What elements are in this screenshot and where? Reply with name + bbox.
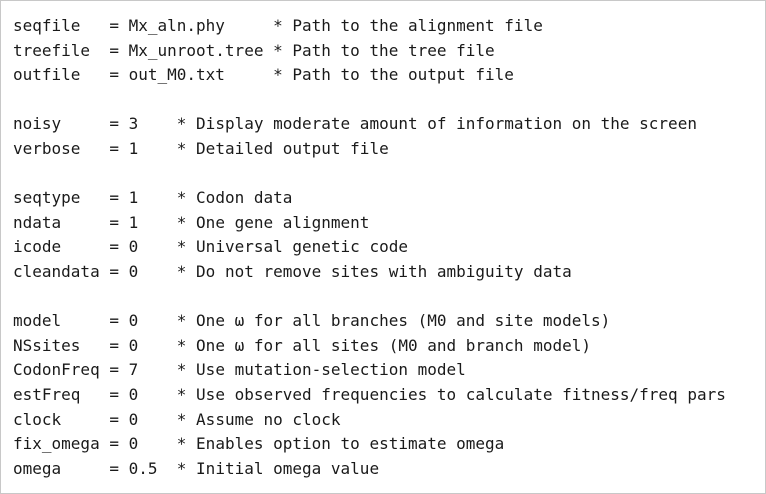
config-line-treefile: treefile = Mx_unroot.tree * Path to the … xyxy=(13,40,495,60)
config-value: 7 xyxy=(128,360,139,380)
config-comment: Display moderate amount of information o… xyxy=(196,114,697,134)
config-key: ndata xyxy=(13,212,62,232)
config-value: Mx_unroot.tree xyxy=(128,40,264,60)
config-value: 0 xyxy=(128,384,139,404)
config-line-model: model = 0 * One ω for all branches (M0 a… xyxy=(13,311,611,331)
config-line-codonfreq: CodonFreq = 7 * Use mutation-selection m… xyxy=(13,360,466,380)
config-line-noisy: noisy = 3 * Display moderate amount of i… xyxy=(13,114,697,134)
config-comment: Do not remove sites with ambiguity data xyxy=(196,261,572,281)
config-line-nssites: NSsites = 0 * One ω for all sites (M0 an… xyxy=(13,335,591,355)
config-key: seqfile xyxy=(13,16,81,35)
config-comment: Assume no clock xyxy=(196,409,341,429)
config-comment: Detailed output file xyxy=(196,138,389,158)
blank-line xyxy=(13,162,726,187)
config-comment: One ω for all sites (M0 and branch model… xyxy=(196,335,591,355)
config-value: 0 xyxy=(128,409,139,429)
config-value: 0.5 xyxy=(128,458,158,478)
config-value: 1 xyxy=(128,188,139,208)
config-key: omega xyxy=(13,458,62,478)
config-value: 1 xyxy=(128,212,139,232)
config-key: noisy xyxy=(13,114,62,134)
config-value: 0 xyxy=(128,434,139,454)
config-key: NSsites xyxy=(13,335,81,355)
config-comment: Universal genetic code xyxy=(196,237,408,257)
config-value: 0 xyxy=(128,335,139,355)
config-comment: Path to the alignment file xyxy=(292,16,543,35)
config-value: 0 xyxy=(128,237,139,257)
config-line-clock: clock = 0 * Assume no clock xyxy=(13,409,341,429)
config-comment: Path to the output file xyxy=(292,65,514,85)
config-comment: Enables option to estimate omega xyxy=(196,434,505,454)
config-key: treefile xyxy=(13,40,91,60)
config-line-estfreq: estFreq = 0 * Use observed frequencies t… xyxy=(13,384,726,404)
config-key: verbose xyxy=(13,138,81,158)
codeml-control-file: seqfile = Mx_aln.phy * Path to the align… xyxy=(13,14,726,481)
config-value: 0 xyxy=(128,311,139,331)
config-value: 1 xyxy=(128,138,139,158)
config-comment: Initial omega value xyxy=(196,458,380,478)
config-key: fix_omega xyxy=(13,434,100,454)
config-value: Mx_aln.phy xyxy=(128,16,225,35)
config-value: 3 xyxy=(128,114,139,134)
config-key: CodonFreq xyxy=(13,360,100,380)
config-value: out_M0.txt xyxy=(128,65,225,85)
config-line-icode: icode = 0 * Universal genetic code xyxy=(13,237,408,257)
config-key: estFreq xyxy=(13,384,81,404)
config-key: cleandata xyxy=(13,261,100,281)
config-comment: Use observed frequencies to calculate fi… xyxy=(196,384,726,404)
config-line-outfile: outfile = out_M0.txt * Path to the outpu… xyxy=(13,65,514,85)
config-key: icode xyxy=(13,237,62,257)
blank-line xyxy=(13,88,726,113)
config-key: outfile xyxy=(13,65,81,85)
config-line-omega: omega = 0.5 * Initial omega value xyxy=(13,458,380,478)
config-line-cleandata: cleandata = 0 * Do not remove sites with… xyxy=(13,261,572,281)
config-comment: Use mutation-selection model xyxy=(196,360,466,380)
config-comment: One gene alignment xyxy=(196,212,370,232)
config-line-verbose: verbose = 1 * Detailed output file xyxy=(13,138,389,158)
config-key: seqtype xyxy=(13,188,81,208)
config-key: clock xyxy=(13,409,62,429)
config-value: 0 xyxy=(128,261,139,281)
config-comment: Path to the tree file xyxy=(292,40,495,60)
config-line-seqfile: seqfile = Mx_aln.phy * Path to the align… xyxy=(13,16,543,35)
config-key: model xyxy=(13,311,62,331)
config-comment: One ω for all branches (M0 and site mode… xyxy=(196,311,611,331)
config-line-seqtype: seqtype = 1 * Codon data xyxy=(13,188,293,208)
blank-line xyxy=(13,285,726,310)
config-line-fix-omega: fix_omega = 0 * Enables option to estima… xyxy=(13,434,505,454)
config-comment: Codon data xyxy=(196,188,293,208)
config-line-ndata: ndata = 1 * One gene alignment xyxy=(13,212,370,232)
